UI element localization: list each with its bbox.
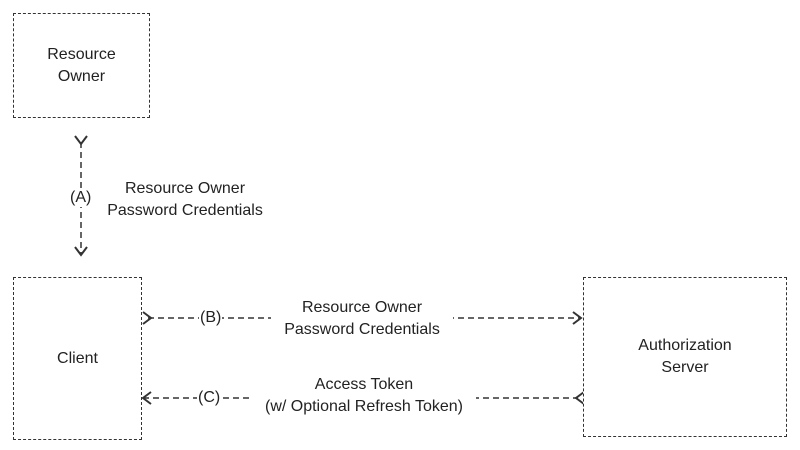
client-box: Client	[13, 277, 142, 440]
resource-owner-label: Resource Owner	[47, 45, 116, 85]
step-c-marker: (C)	[197, 389, 222, 407]
step-b-marker: (B)	[199, 309, 223, 327]
step-c-label: Access Token (w/ Optional Refresh Token)	[252, 374, 476, 418]
step-b-label: Resource Owner Password Credentials	[271, 297, 453, 341]
step-a-marker: (A)	[69, 189, 93, 207]
client-label: Client	[57, 349, 98, 367]
resource-owner-box: Resource Owner	[13, 13, 150, 118]
authorization-server-box: Authorization Server	[583, 277, 787, 437]
authorization-server-label: Authorization Server	[638, 337, 732, 376]
step-a-label: Resource Owner Password Credentials	[105, 178, 265, 222]
